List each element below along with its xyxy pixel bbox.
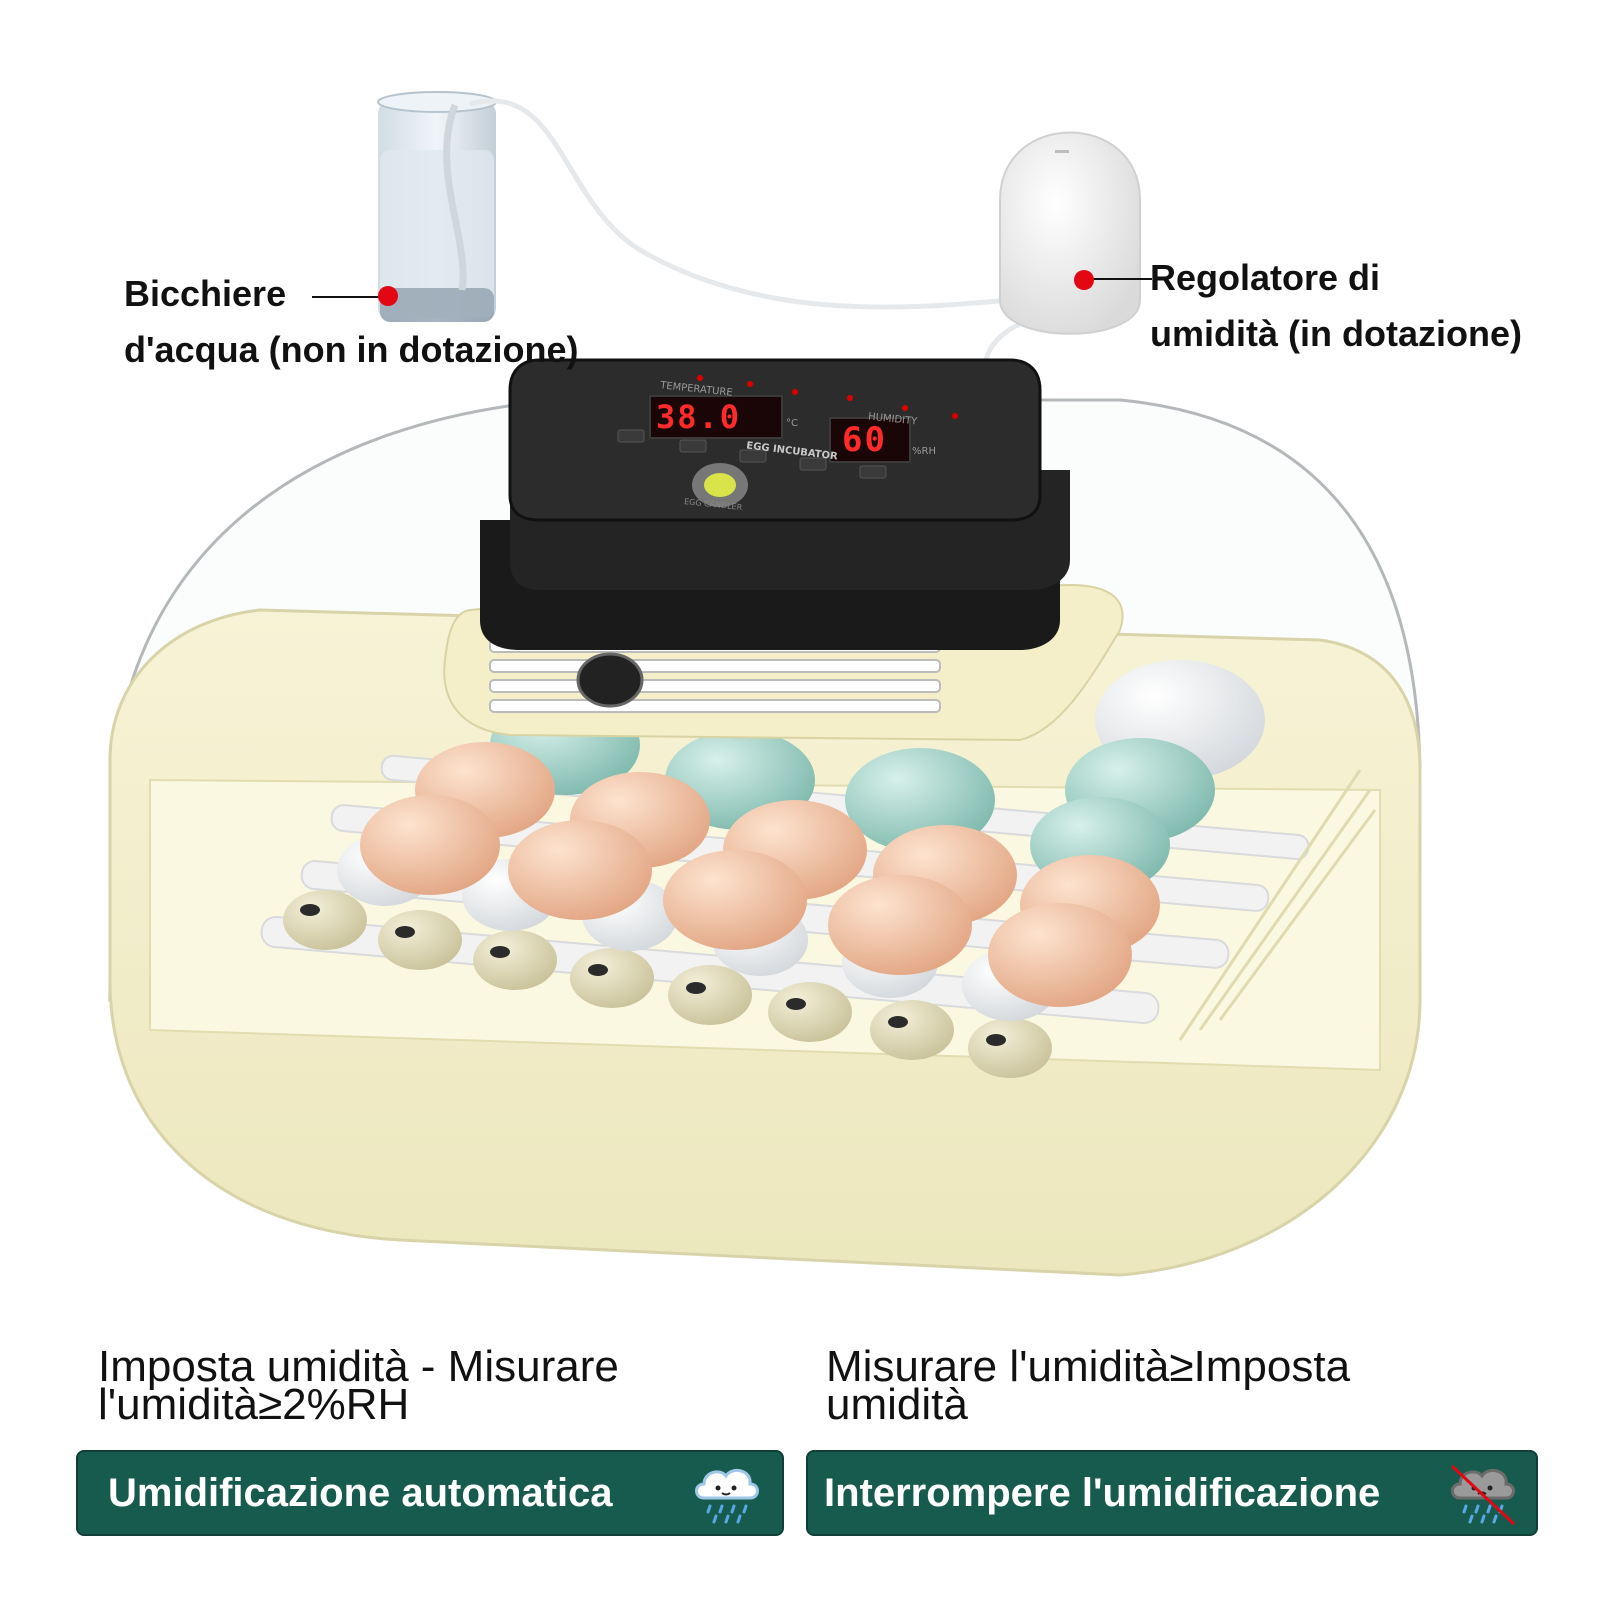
control-unit (480, 358, 1070, 650)
condition-right-line1: Misurare l'umidità≥Imposta (826, 1342, 1351, 1391)
regulator-dot (1074, 270, 1094, 290)
egg-candler-lens (576, 652, 644, 708)
stop-humidify-badge: Interrompere l'umidificazione (806, 1450, 1538, 1536)
condition-right: Misurare l'umidità≥Imposta umidità (826, 1342, 1526, 1429)
rain-cloud-icon (695, 1468, 759, 1524)
condition-left-line2: l'umidità≥2%RH (98, 1380, 410, 1429)
water-cup (377, 91, 497, 322)
water-cup-callout: Bicchiere d'acqua (non in dotazione) (124, 266, 579, 378)
condition-left: Imposta umidità - Misurare l'umidità≥2%R… (98, 1342, 738, 1429)
condition-right-line2: umidità (826, 1380, 968, 1429)
quail-eggs (283, 890, 1052, 1078)
water-cup-callout-line1: Bicchiere (124, 273, 287, 314)
regulator-leader-line (1082, 278, 1152, 280)
side-slots (1178, 769, 1377, 1041)
water-cup-leader-line (312, 296, 388, 298)
water-cup-callout-line2: d'acqua (non in dotazione) (124, 329, 579, 370)
rain-cloud-crossed-icon (1450, 1464, 1516, 1526)
water-cup-dot (378, 286, 398, 306)
auto-humidify-label: Umidificazione automatica (108, 1470, 613, 1515)
humidity-regulator (999, 131, 1141, 335)
incubator-illustration (108, 91, 1422, 1277)
regulator-callout-line2: umidità (in dotazione) (1150, 313, 1522, 354)
brown-eggs (360, 742, 1160, 1007)
stop-humidify-label: Interrompere l'umidificazione (824, 1470, 1381, 1515)
water-tube (469, 98, 1011, 310)
temperature-unit: °C (786, 418, 798, 429)
humidity-unit: %RH (912, 446, 936, 457)
humidity-display: 60 (842, 420, 887, 460)
condition-left-line1: Imposta umidità - Misurare (98, 1342, 619, 1391)
auto-humidify-badge: Umidificazione automatica (76, 1450, 784, 1536)
regulator-callout-line1: Regolatore di (1150, 257, 1381, 298)
temperature-display: 38.0 (656, 398, 742, 436)
regulator-callout: Regolatore di umidità (in dotazione) (1150, 250, 1522, 362)
